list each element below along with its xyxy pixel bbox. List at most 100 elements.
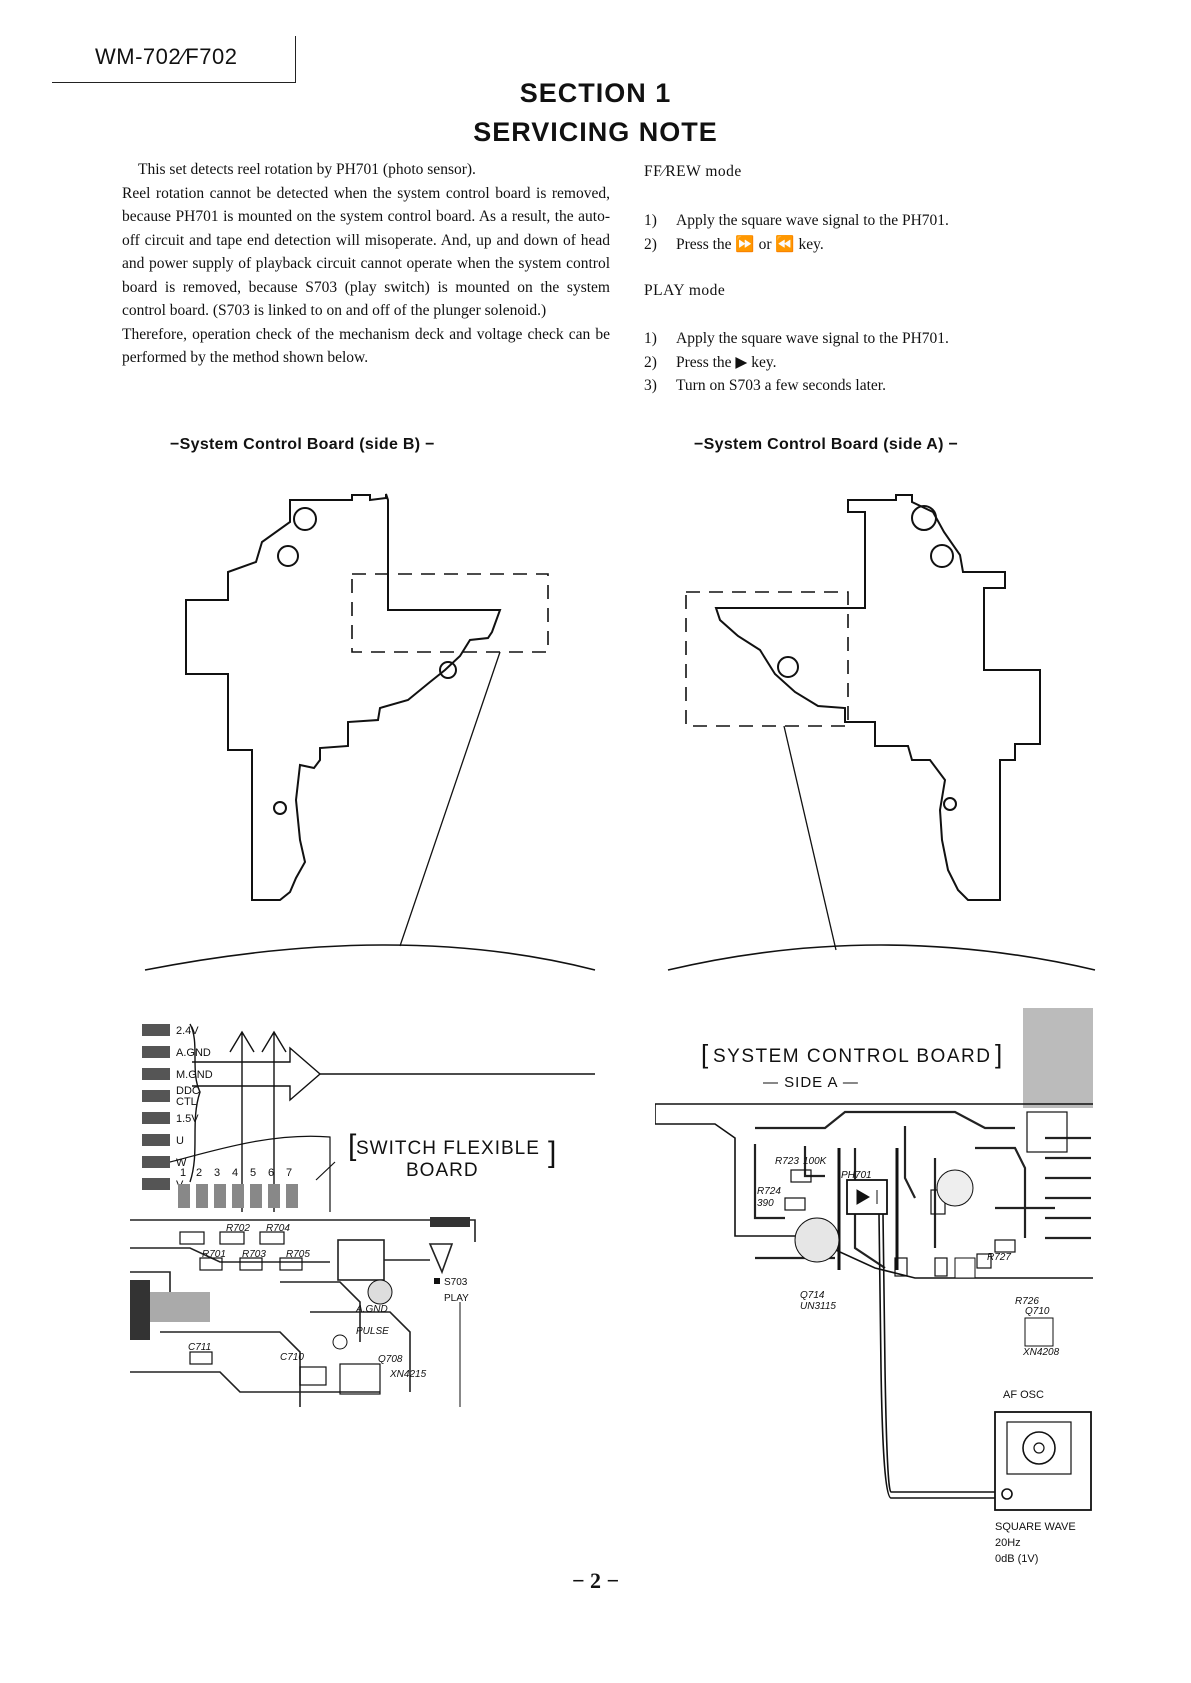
part-label: A.GND (355, 1304, 388, 1315)
system-control-board-detail: [ ] SYSTEM CONTROL BOARD — SIDE A — R (655, 1008, 1093, 1565)
pin-number: 2 (196, 1167, 202, 1179)
zoom-arc-left (144, 944, 596, 971)
pin-number: 1 (180, 1167, 186, 1179)
svg-text:]: ] (548, 1136, 556, 1169)
header-rule (52, 82, 296, 83)
connector-label: M.GND (176, 1069, 213, 1081)
board-outline-side-a (714, 494, 1041, 901)
part-label: R727 (987, 1252, 1011, 1263)
switch-sub-label: PLAY (444, 1293, 469, 1304)
board-outline-detail (655, 1103, 1093, 1279)
intro-line-2: Reel rotation cannot be detected when th… (122, 184, 610, 320)
step-text: Apply the square wave signal to the PH70… (676, 330, 949, 347)
step-number: 2) (644, 235, 657, 253)
switch-marker (434, 1278, 440, 1284)
pin-number: 3 (214, 1167, 220, 1179)
zoom-arc-right (667, 944, 1096, 971)
intro-paragraph: This set detects reel rotation by PH701 … (122, 158, 610, 370)
part-label: XN4215 (389, 1369, 427, 1380)
connector-label: CTL (176, 1096, 197, 1108)
play-mode-label: PLAY mode (644, 282, 726, 299)
pin-number: 4 (232, 1167, 238, 1179)
xn4208-package (1024, 1317, 1054, 1347)
part-label: R724 (757, 1186, 781, 1197)
flex-contacts (178, 1184, 298, 1208)
board-label-line2: BOARD (406, 1160, 479, 1181)
section-number: SECTION 1 (519, 78, 672, 108)
part-label: UN3115 (800, 1301, 836, 1312)
solder-pad (794, 1217, 840, 1263)
signal-arrow (192, 1030, 595, 1212)
board-side: — SIDE A — (763, 1074, 859, 1091)
detail-region-side-b (351, 573, 549, 653)
step-text: Press the ⏩ or ⏪ key. (676, 235, 824, 253)
switch-flexible-board-detail: 2.4V A.GND M.GND DDC CTL 1.5V U W V 1 2 … (130, 1023, 595, 1407)
step-text: Press the ▶ key. (676, 353, 777, 371)
pin-number: 6 (268, 1167, 274, 1179)
ffrew-steps: 1) Apply the square wave signal to the PH… (644, 209, 1064, 256)
solder-pad (936, 1169, 974, 1207)
frequency-label: 20Hz (995, 1537, 1021, 1549)
ffrew-step-2: 2) Press the ⏩ or ⏪ key. (644, 233, 1064, 257)
page-number: − 2 − (571, 1568, 620, 1593)
board-edge-shading (1023, 1008, 1093, 1108)
caption-side-a: −System Control Board (side A) − (694, 436, 959, 453)
solder-pad (332, 1334, 348, 1350)
board-outline-side-b (185, 493, 502, 901)
part-label: R723 (775, 1156, 799, 1167)
leader-lines-side-a (783, 725, 837, 951)
board-outlines-diagram (144, 493, 1096, 971)
step-text: Turn on S703 a few seconds later. (676, 377, 886, 394)
connector-label: DDC (176, 1085, 200, 1097)
part-label: 100K (803, 1156, 828, 1167)
pin-number: 5 (250, 1167, 256, 1179)
intro-line-1: This set detects reel rotation by PH701 … (138, 161, 476, 178)
header-rule-vertical (295, 36, 296, 83)
play-step-1: 1) Apply the square wave signal to the PH… (644, 327, 1064, 351)
part-label: R726 (1015, 1296, 1039, 1307)
part-label: 390 (757, 1198, 774, 1209)
ph701-photo-sensor (837, 1148, 899, 1270)
connector-strip (142, 1024, 170, 1190)
step-number: 2) (644, 353, 657, 371)
pin-number: 7 (286, 1167, 292, 1179)
step-text: Apply the square wave signal to the PH70… (676, 212, 949, 229)
play-step-2: 2) Press the ▶ key. (644, 351, 1064, 375)
level-label: 0dB (1V) (995, 1553, 1038, 1565)
play-step-3: 3) Turn on S703 a few seconds later. (644, 374, 1064, 398)
part-label: Q710 (1025, 1306, 1050, 1317)
caption-side-b: −System Control Board (side B) − (170, 436, 435, 453)
part-label: C711 (188, 1342, 211, 1353)
board-title-block: [ ] SYSTEM CONTROL BOARD — SIDE A — (701, 1039, 1002, 1091)
ffrew-step-1: 1) Apply the square wave signal to the PH… (644, 209, 1064, 233)
model-number: WM-702∕F702 (95, 44, 238, 69)
board-label-line1: SWITCH FLEXIBLE (356, 1138, 540, 1159)
switch-label: S703 (444, 1277, 468, 1288)
board-title: SYSTEM CONTROL BOARD (713, 1046, 991, 1067)
part-label: C710 (280, 1352, 304, 1363)
probe-wire (878, 1213, 1003, 1499)
square-wave-label: SQUARE WAVE (995, 1521, 1076, 1533)
part-label: R701 (202, 1249, 226, 1260)
part-label: Q714 (800, 1290, 825, 1301)
part-label: XN4208 (1022, 1347, 1060, 1358)
svg-text:]: ] (995, 1039, 1002, 1069)
part-label: R705 (286, 1249, 310, 1260)
part-label: PH701 (841, 1170, 872, 1181)
af-oscillator (994, 1411, 1092, 1511)
ffrew-mode-label: FF∕REW mode (644, 163, 742, 180)
connector-label: 2.4V (176, 1025, 199, 1037)
leader-lines-side-b (399, 651, 501, 947)
resistors-left (179, 1231, 381, 1395)
osc-label: AF OSC (1003, 1389, 1044, 1401)
part-blocks-left (130, 1217, 470, 1340)
intro-line-3: Therefore, operation check of the mechan… (122, 325, 610, 367)
svg-text:[: [ (348, 1129, 357, 1162)
step-number: 1) (644, 330, 657, 347)
step-number: 1) (644, 212, 657, 229)
part-label: PULSE (356, 1326, 389, 1337)
connector-label: 1.5V (176, 1113, 199, 1125)
step-number: 3) (644, 377, 657, 394)
section-title: SERVICING NOTE (473, 117, 718, 147)
connector-label: W (176, 1157, 187, 1169)
